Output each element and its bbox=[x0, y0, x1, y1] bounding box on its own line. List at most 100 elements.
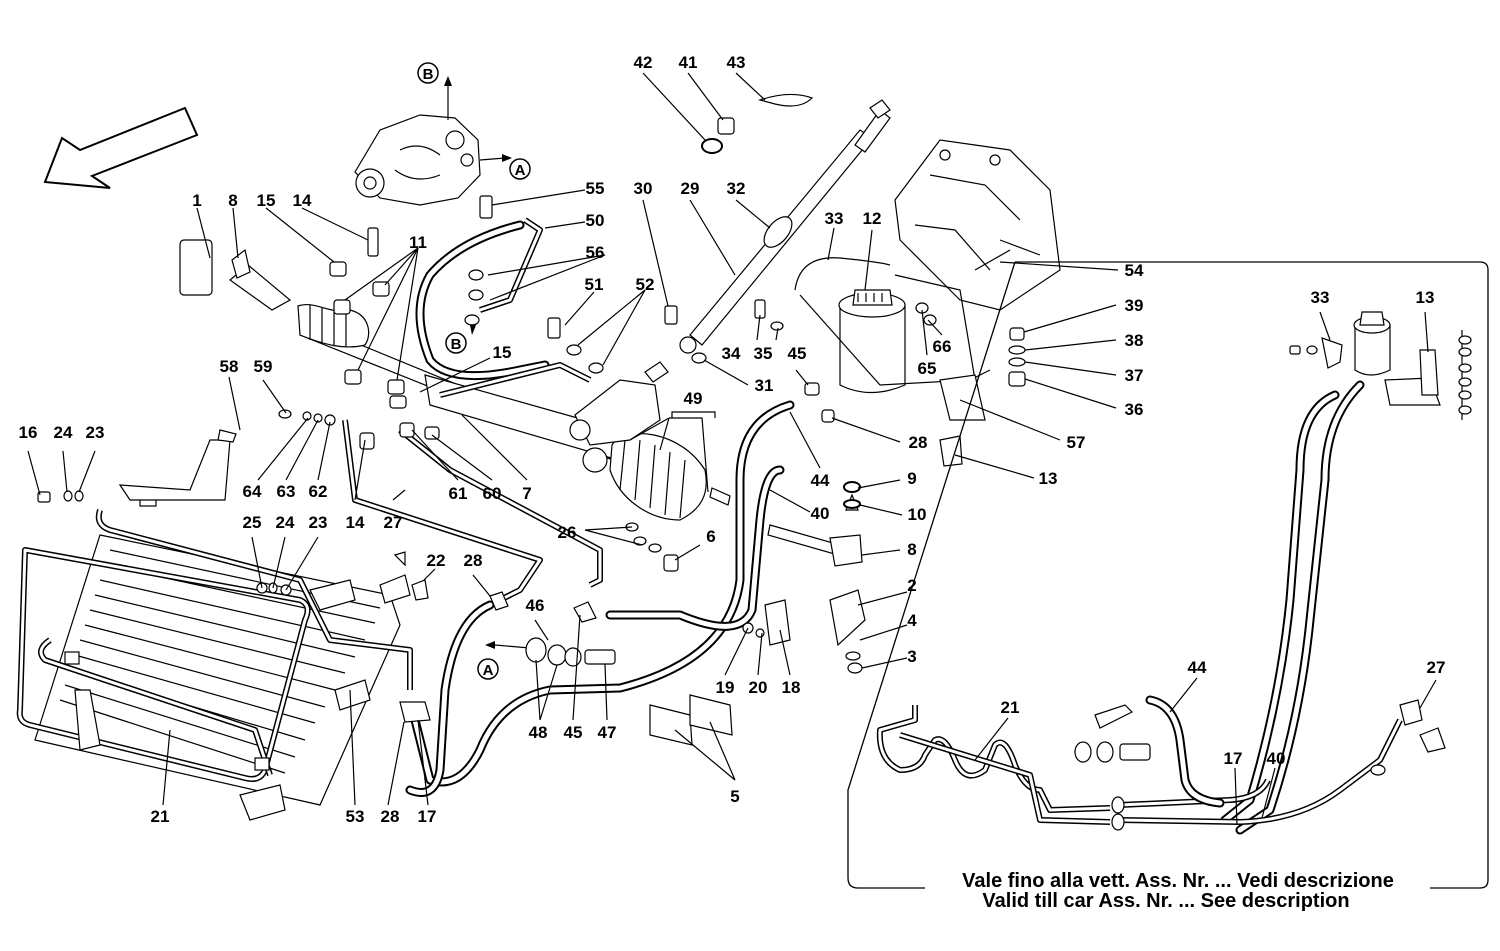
part-label: 38 bbox=[1125, 331, 1144, 350]
part-label: 8 bbox=[228, 191, 237, 210]
svg-text:B: B bbox=[423, 66, 434, 83]
note-line-1: Vale fino alla vett. Ass. Nr. ... Vedi d… bbox=[962, 870, 1394, 892]
part-label: 28 bbox=[464, 551, 483, 570]
part-label: 33 bbox=[1311, 288, 1330, 307]
part-label: 42 bbox=[634, 53, 653, 72]
bracket-49 bbox=[671, 411, 716, 418]
part-label: 24 bbox=[276, 513, 295, 532]
part-label: 28 bbox=[381, 807, 400, 826]
part-label: 21 bbox=[1001, 698, 1020, 717]
part-label: 46 bbox=[526, 596, 545, 615]
part-label: 52 bbox=[636, 275, 655, 294]
part-label: 2 bbox=[907, 576, 916, 595]
part-label: 23 bbox=[86, 423, 105, 442]
part-label: 55 bbox=[586, 179, 605, 198]
part-label: 51 bbox=[585, 275, 604, 294]
part-label: 45 bbox=[564, 723, 583, 742]
svg-text:B: B bbox=[451, 336, 462, 353]
part-label: 14 bbox=[346, 513, 365, 532]
part-label: 44 bbox=[811, 471, 830, 490]
part-label: 10 bbox=[908, 505, 927, 524]
part-label: 13 bbox=[1039, 469, 1058, 488]
part-label: 25 bbox=[243, 513, 262, 532]
note-line-2: Valid till car Ass. Nr. ... See descript… bbox=[982, 890, 1349, 912]
part-label: 34 bbox=[722, 344, 741, 363]
part-label: 17 bbox=[418, 807, 437, 826]
part-label: 22 bbox=[427, 551, 446, 570]
part-label: 20 bbox=[749, 678, 768, 697]
part-label: 49 bbox=[684, 389, 703, 408]
part-label: 64 bbox=[243, 482, 262, 501]
part-label: 59 bbox=[254, 357, 273, 376]
part-label: 31 bbox=[755, 376, 774, 395]
part-label: 57 bbox=[1067, 433, 1086, 452]
part-label: 41 bbox=[679, 53, 698, 72]
power-steering-pump bbox=[354, 76, 512, 206]
part-label: 1 bbox=[192, 191, 201, 210]
ref-b-mid: B bbox=[445, 332, 467, 354]
ref-a-top: A bbox=[509, 158, 531, 180]
part-label: 43 bbox=[727, 53, 746, 72]
svg-text:A: A bbox=[515, 162, 526, 179]
ref-a-bottom: A bbox=[477, 641, 531, 680]
part-label: 24 bbox=[54, 423, 73, 442]
part-label: 33 bbox=[825, 209, 844, 228]
part-label: 53 bbox=[346, 807, 365, 826]
part-label: 15 bbox=[257, 191, 276, 210]
ref-b-top: B bbox=[417, 62, 439, 84]
hoses-main bbox=[342, 217, 795, 797]
part-label: 37 bbox=[1125, 366, 1144, 385]
part-label: 4 bbox=[907, 611, 917, 630]
part-label: 9 bbox=[907, 469, 916, 488]
part-label: 14 bbox=[293, 191, 312, 210]
part-label: 50 bbox=[586, 211, 605, 230]
part-label: 5 bbox=[730, 787, 739, 806]
part-label: 66 bbox=[933, 337, 952, 356]
part-label: 12 bbox=[863, 209, 882, 228]
fluid-reservoir bbox=[794, 257, 991, 421]
part-label: 19 bbox=[716, 678, 735, 697]
part-label: 11 bbox=[409, 233, 427, 252]
part-label: 28 bbox=[909, 433, 928, 452]
validity-note: Vale fino alla vett. Ass. Nr. ... Vedi d… bbox=[962, 870, 1394, 912]
part-label: 56 bbox=[586, 243, 605, 262]
part-label: 17 bbox=[1224, 749, 1243, 768]
part-label: 45 bbox=[788, 344, 807, 363]
part-label: 13 bbox=[1416, 288, 1435, 307]
part-label: 6 bbox=[706, 527, 715, 546]
part-label: 16 bbox=[19, 423, 38, 442]
part-label: 30 bbox=[634, 179, 653, 198]
part-label: 65 bbox=[918, 359, 937, 378]
part-label: 3 bbox=[907, 647, 916, 666]
part-label: 48 bbox=[529, 723, 548, 742]
part-label: 58 bbox=[220, 357, 239, 376]
part-label: 47 bbox=[598, 723, 617, 742]
part-label: 35 bbox=[754, 344, 773, 363]
part-labels: 1 8 15 14 11 55 50 56 51 52 15 30 29 32 … bbox=[19, 53, 1446, 826]
part-label: 40 bbox=[1267, 749, 1286, 768]
part-label: 23 bbox=[309, 513, 328, 532]
direction-arrow bbox=[43, 106, 199, 189]
part-label: 32 bbox=[727, 179, 746, 198]
leader-lines bbox=[27, 72, 1437, 826]
part-label: 7 bbox=[522, 484, 531, 503]
oil-cooler bbox=[16, 439, 413, 821]
steering-column bbox=[679, 99, 891, 354]
part-label: 15 bbox=[493, 343, 512, 362]
part-label: 27 bbox=[1427, 658, 1446, 677]
part-label: 62 bbox=[309, 482, 328, 501]
part-label: 18 bbox=[782, 678, 801, 697]
part-label: 63 bbox=[277, 482, 296, 501]
inset-panel bbox=[847, 261, 1489, 889]
tie-rod-right bbox=[767, 481, 863, 567]
part-label: 60 bbox=[483, 484, 502, 503]
part-label: 40 bbox=[811, 504, 830, 523]
seal-parts bbox=[701, 93, 814, 154]
part-label: 8 bbox=[907, 540, 916, 559]
gearbox-housing bbox=[894, 139, 1061, 311]
part-label: 61 bbox=[449, 484, 468, 503]
part-label: 39 bbox=[1125, 296, 1144, 315]
part-label: 21 bbox=[151, 807, 170, 826]
part-label: 26 bbox=[558, 523, 577, 542]
